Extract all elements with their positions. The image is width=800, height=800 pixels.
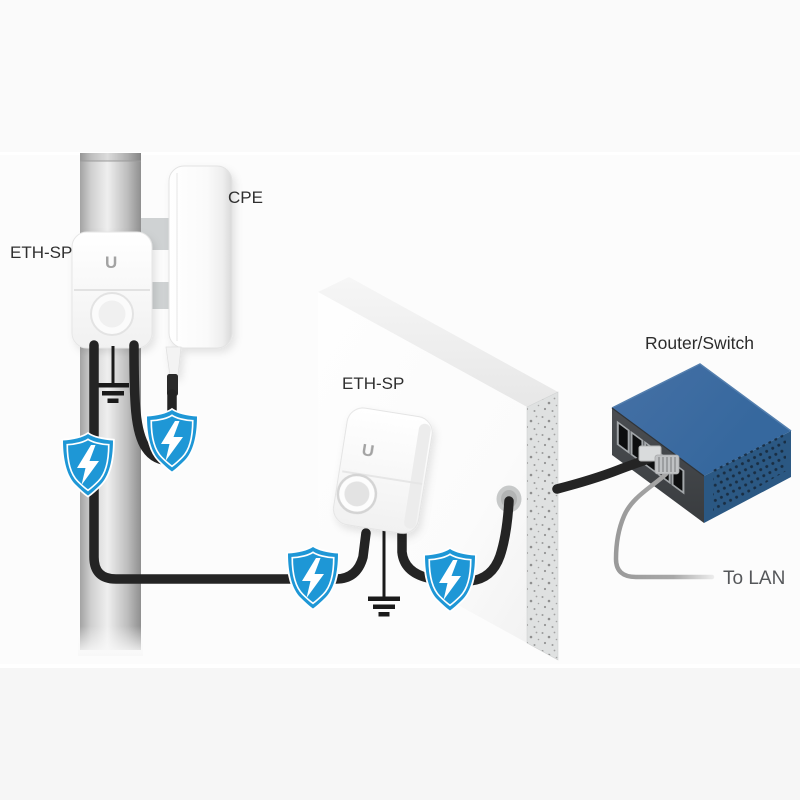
label-eth-sp-pole: ETH-SP: [10, 243, 72, 262]
rj45-plug-lan-cable: [654, 454, 680, 475]
cpe-cable-gland: [165, 346, 182, 377]
background-floor: [0, 668, 800, 800]
ground-symbol-icon: [97, 383, 129, 403]
router-front-edge: [611, 407, 705, 477]
wall-side-face: [526, 391, 559, 661]
ground-wire-pole: [97, 346, 129, 403]
cpe-antenna: [165, 165, 233, 377]
background-top: [0, 0, 800, 152]
router-top-face: [612, 364, 791, 476]
lan-cable: [613, 471, 715, 580]
ground-wire-wall: [368, 528, 400, 617]
eth-sp-wall-device: U: [332, 407, 433, 534]
wall-top-face: [318, 277, 558, 407]
label-cpe: CPE: [228, 188, 263, 207]
label-eth-sp-wall: ETH-SP: [342, 374, 404, 393]
ubiquiti-logo-icon: U: [360, 440, 375, 461]
label-to-lan: To LAN: [723, 568, 785, 589]
ground-symbol-icon: [368, 596, 400, 617]
background-divider-top: [0, 152, 800, 155]
eth-sp-pole-device: U: [71, 231, 153, 349]
eth-sp-pole-grommet-inner: [98, 300, 126, 328]
background-divider-bottom: [0, 664, 800, 668]
label-router-switch: Router/Switch: [645, 333, 754, 353]
ubiquiti-logo-icon: U: [105, 253, 117, 272]
router-top-edge-highlight: [611, 363, 792, 432]
eth-sp-wall-side-shade: [404, 423, 431, 529]
ethernet-cable-pole-to-wall: [89, 340, 371, 584]
ethernet-cable-wall-to-hole: [397, 496, 514, 586]
eth-sp-wall-grommet-inner: [344, 481, 370, 507]
router-vent-grille: [713, 433, 786, 514]
